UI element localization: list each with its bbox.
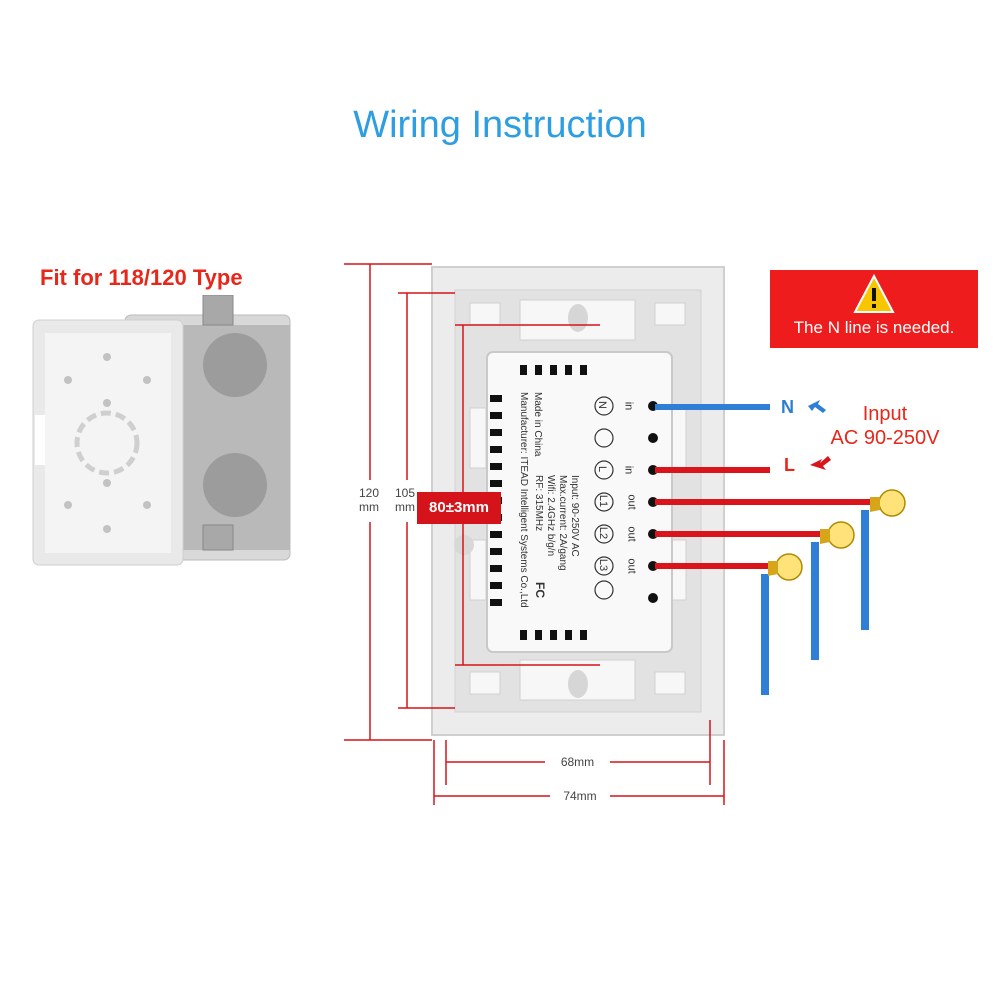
dim-height-inner: 105 mm: [394, 486, 416, 514]
in-label: in: [622, 465, 635, 475]
terminal-label: L: [596, 465, 609, 473]
l-wire-label: L: [784, 455, 795, 475]
n-arrow-icon: [808, 400, 826, 413]
out-label: out: [625, 526, 638, 542]
fc-mark: FC: [533, 582, 547, 598]
warning-banner: The N line is needed.: [770, 270, 978, 348]
made-in-label: Made in China: [532, 392, 543, 457]
warning-triangle-icon: [853, 274, 895, 313]
terminal-label: N: [595, 401, 608, 409]
dim-height-outer: 120 mm: [358, 486, 380, 514]
in-label: in: [622, 401, 635, 411]
manufacturer-label: Manufacturer: ITEAD Intelligent Systems …: [518, 392, 529, 608]
dim-width-outer: 74mm: [563, 789, 597, 803]
input-spec-label: Input: 90-250V AC: [569, 475, 580, 557]
terminal-label: L3: [597, 558, 610, 572]
terminal-label: L2: [597, 526, 610, 540]
current-spec-label: Max.current: 2A/gang: [557, 475, 568, 571]
out-label: out: [625, 558, 638, 574]
lamp-icon: [775, 489, 906, 581]
junction-box-illustration: [32, 295, 291, 566]
n-wire-label: N: [781, 397, 794, 417]
out-label: out: [625, 494, 638, 510]
terminal-label: L1: [597, 494, 610, 508]
input-label-line2: AC 90-250V: [830, 427, 940, 449]
page-title: Wiring Instruction: [353, 104, 647, 146]
input-label-line1: Input: [862, 403, 908, 425]
dim-width-inner: 68mm: [560, 755, 595, 769]
input-voltage-label: Input AC 90-250V: [820, 402, 950, 450]
dim-center: 80±3mm: [417, 492, 501, 524]
warning-text: The N line is needed.: [793, 318, 955, 337]
box-caption: Fit for 118/120 Type: [40, 265, 243, 290]
wifi-spec-label: Wifi: 2.4GHz b/g/n: [545, 475, 556, 557]
l-arrow-icon: [810, 456, 831, 470]
rf-spec-label: RF: 315MHz: [533, 475, 544, 532]
